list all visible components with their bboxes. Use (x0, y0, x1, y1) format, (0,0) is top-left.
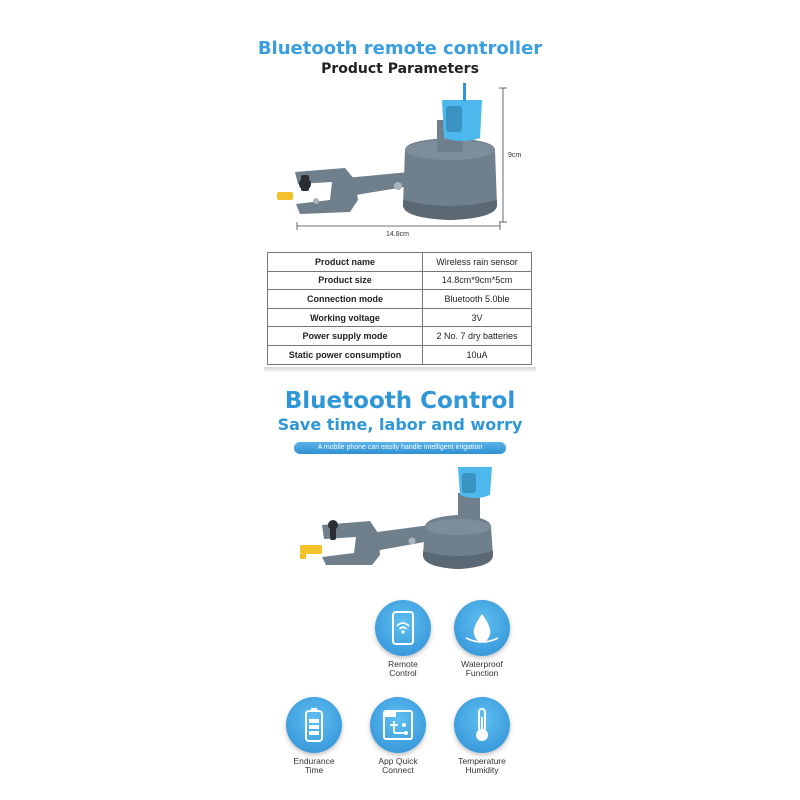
parameters-table: Product name Wireless rain sensor Produc… (267, 252, 532, 365)
width-dimension-label: 14.8cm (386, 231, 409, 238)
table-row: Power supply mode 2 No. 7 dry batteries (267, 326, 532, 346)
feature-endurance (286, 697, 342, 753)
param-key: Static power consumption (267, 344, 423, 365)
param-value: Bluetooth 5.0ble (422, 289, 532, 309)
feature-label-line2: Control (389, 668, 417, 678)
app-connect-icon (383, 710, 413, 740)
feature-label: Endurance Time (274, 757, 354, 775)
bluetooth-banner: A mobile phone can easily handle intelli… (294, 442, 506, 454)
bluetooth-title: Bluetooth Control (284, 388, 516, 414)
param-value: Wireless rain sensor (422, 252, 532, 272)
water-drop-icon (465, 614, 499, 643)
product-image (300, 467, 493, 569)
table-row: Static power consumption 10uA (267, 344, 532, 365)
param-value: 14.8cm*9cm*5cm (422, 270, 532, 291)
feature-label-line1: Waterproof (461, 659, 503, 669)
table-shadow (264, 367, 536, 373)
thermometer-icon (476, 708, 488, 741)
product-image-dimensions (277, 83, 507, 230)
page-title: Bluetooth remote controller (257, 38, 543, 59)
param-key: Product size (267, 270, 423, 291)
rain-sensor-device (277, 83, 497, 220)
feature-app-connect (370, 697, 426, 753)
feature-label-line2: Connect (382, 765, 414, 775)
feature-label: Remote Control (363, 660, 443, 678)
feature-waterproof (454, 600, 510, 656)
param-value: 10uA (422, 344, 532, 365)
feature-label-line2: Humidity (465, 765, 499, 775)
table-row: Product size 14.8cm*9cm*5cm (267, 270, 532, 291)
table-row: Working voltage 3V (267, 307, 532, 328)
param-key: Connection mode (267, 289, 423, 309)
feature-label-line1: Endurance (293, 756, 335, 766)
feature-label-line1: Remote (388, 659, 418, 669)
feature-label-line2: Function (465, 668, 499, 678)
feature-label: App Quick Connect (358, 757, 438, 775)
page-subtitle: Product Parameters (321, 61, 479, 77)
param-value: 2 No. 7 dry batteries (422, 326, 532, 346)
table-row: Product name Wireless rain sensor (267, 252, 532, 272)
battery-icon (305, 708, 323, 742)
param-key: Working voltage (267, 307, 423, 328)
height-dimension-label: 9cm (508, 152, 522, 159)
param-key: Product name (267, 252, 423, 272)
bluetooth-subtitle: Save time, labor and worry (277, 415, 523, 434)
feature-temperature (454, 697, 510, 753)
feature-label: Temperature Humidity (442, 757, 522, 775)
table-row: Connection mode Bluetooth 5.0ble (267, 289, 532, 309)
param-key: Power supply mode (267, 326, 423, 346)
param-value: 3V (422, 307, 532, 328)
feature-label-line1: App Quick (378, 756, 418, 766)
feature-remote-control (375, 600, 431, 656)
feature-label-line2: Time (304, 765, 324, 775)
feature-label: Waterproof Function (442, 660, 522, 678)
phone-wifi-icon (392, 611, 414, 645)
feature-label-line1: Temperature (458, 756, 506, 766)
